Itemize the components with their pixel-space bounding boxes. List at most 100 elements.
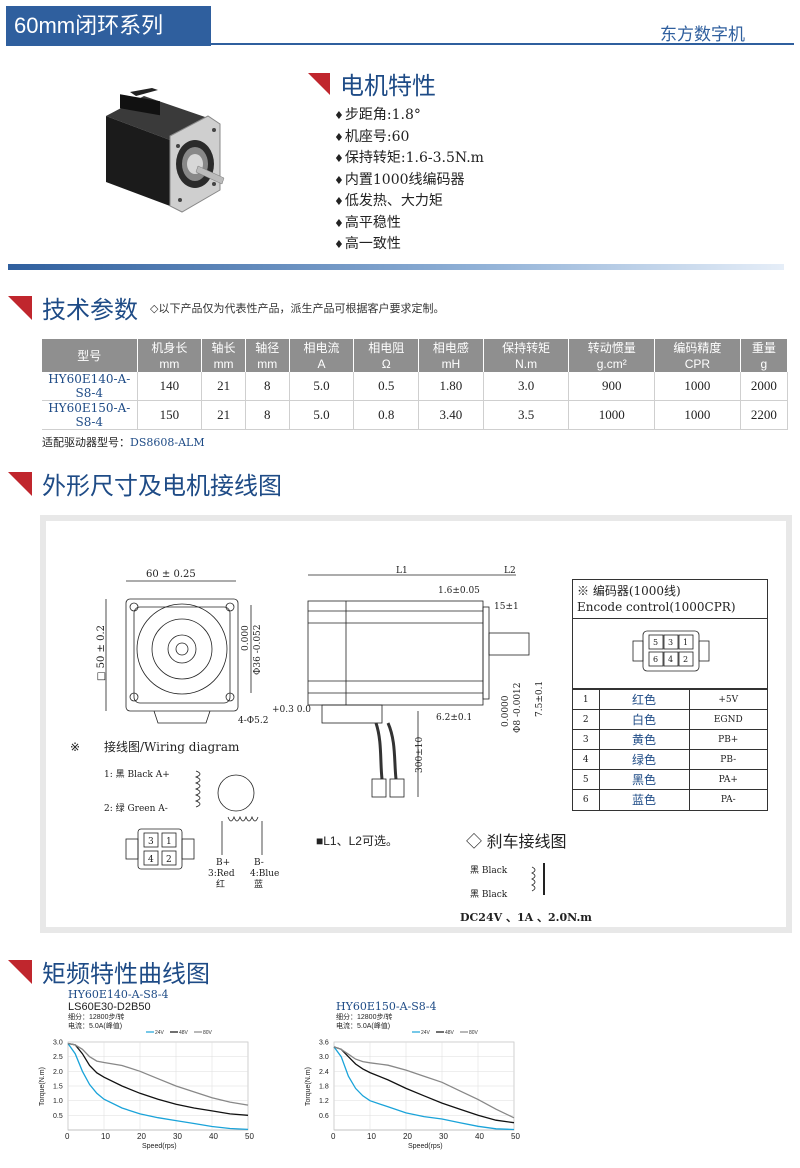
feature-item: 高平稳性 (334, 213, 708, 235)
y-tick-label: 1.2 (319, 1098, 329, 1105)
encoder-title-en: Encode control(1000CPR) (577, 600, 736, 614)
pin-label: 2 (683, 655, 688, 664)
wire-color: 白色 (599, 709, 690, 730)
series-line-48V (67, 1042, 249, 1116)
x-tick-label: 10 (101, 1132, 110, 1141)
curve-right-caption: HY60E150-A-S8-4 细分：12800步/转 电流：5.0A(峰值) (336, 1000, 536, 1031)
column-unit: N.m (483, 356, 570, 372)
motor-features: 电机特性 步距角:1.8° 机座号:60 保持转矩:1.6-3.5N.m 内置1… (308, 66, 708, 256)
encoder-connector: 5 3 1 6 4 2 (573, 619, 767, 689)
tech-note: ◇以下产品仅为代表性产品，派生产品可根据客户要求定制。 (150, 301, 445, 315)
series-line-24V (67, 1043, 249, 1131)
y-tick-label: 3.6 (319, 1040, 329, 1047)
curve-line2: 电流：5.0A(峰值) (68, 1023, 123, 1030)
pin-label: 4 (148, 855, 154, 865)
pin-no: 3 (573, 729, 600, 750)
dim-flat: 7.5±0.1 (535, 681, 545, 717)
column-header: 转动惯量 (568, 339, 656, 356)
table-cell: 1000 (654, 400, 741, 430)
feature-item: 高一致性 (334, 234, 708, 256)
section-marker-icon (8, 295, 32, 320)
dim-hole-tol: +0.3 0.0 (272, 705, 311, 715)
wire-a-minus: 2: 绿 Green A- (104, 802, 168, 814)
column-unit: g.cm² (568, 356, 656, 372)
encoder-table: ※ 编码器(1000线) Encode control(1000CPR) 5 3… (572, 579, 768, 811)
column-header: 轴长 (201, 339, 246, 356)
page-header: 60mm闭环系列 东方数字机 (0, 0, 800, 50)
driver-line: 适配驱动器型号：DS8608-ALM (42, 434, 205, 450)
column-header: 编码精度 (654, 339, 741, 356)
brake-wire-2: 黑 Black (470, 889, 508, 900)
pin-label: 4 (668, 655, 673, 664)
wire-b-minus: B- (254, 858, 264, 868)
legend-label: 24V (421, 1030, 431, 1036)
dims-heading: 外形尺寸及电机接线图 (8, 466, 282, 501)
model-cell: HY60E140-A-S8-4 (42, 372, 138, 401)
dimension-drawing-panel: 60 ± 0.25 □ 50 ± 0.2 0.000 Φ36 -0.052 4-… (40, 515, 792, 933)
dim-shaft-step: 15±1 (494, 602, 519, 612)
table-cell: 3.5 (483, 400, 570, 430)
curves-heading: 矩频特性曲线图 (8, 954, 210, 989)
column-header: 相电阻 (353, 339, 420, 356)
curve-line2: 电流：5.0A(峰值) (336, 1023, 391, 1030)
pin-label: 1 (683, 638, 688, 647)
feature-item: 内置1000线编码器 (334, 170, 708, 192)
wire-a-plus: 1: 黑 Black A+ (104, 769, 170, 780)
table-row: HY60E140-A-S8-4 140 21 8 5.0 0.5 1.80 3.… (42, 372, 789, 401)
table-cell: 2000 (740, 372, 789, 401)
pin-label: 1 (166, 837, 172, 847)
table-cell: 8 (245, 400, 290, 430)
header-rule (211, 43, 794, 45)
pin-label: 2 (166, 855, 172, 865)
pin-no: 6 (573, 789, 600, 810)
y-tick-label: 1.0 (53, 1098, 63, 1105)
x-tick-label: 50 (511, 1132, 520, 1141)
wire-b-plus: B+ (216, 858, 230, 868)
table-cell: 21 (201, 400, 246, 430)
pin-label: 3 (148, 837, 154, 847)
series-title: 60mm闭环系列 (6, 6, 211, 46)
wire-blue-cn: 蓝 (254, 878, 263, 890)
model-cell: HY60E150-A-S8-4 (42, 400, 138, 430)
legend-label: 80V (203, 1030, 213, 1036)
dim-flange2: 6.2±0.1 (436, 713, 472, 723)
section-marker-icon (308, 72, 330, 95)
dim-pilot-top: 0.000 (241, 625, 251, 651)
brake-title: ◇ 刹车接线图 (466, 833, 566, 851)
feature-item: 低发热、大力矩 (334, 191, 708, 213)
column-header: 重量 (740, 339, 789, 356)
signal: PB- (689, 749, 767, 770)
curve-model: HY60E140-A-S8-4 (68, 988, 169, 1001)
column-unit: mm (201, 356, 246, 372)
legend-label: 48V (179, 1030, 189, 1036)
column-unit: g (740, 356, 789, 372)
dim-shaft: Φ8 -0.0012 (513, 683, 523, 734)
x-tick-label: 40 (475, 1132, 484, 1141)
tech-heading: 技术参数 ◇以下产品仅为代表性产品，派生产品可根据客户要求定制。 (8, 290, 444, 325)
column-unit: A (289, 356, 355, 372)
table-cell: 150 (137, 400, 203, 430)
x-tick-label: 20 (137, 1132, 146, 1141)
legend-label: 80V (469, 1030, 479, 1036)
column-unit: mH (418, 356, 484, 372)
side-view: L1 L2 1.6±0.05 15±1 0.0000 Φ8 -0.0012 7.… (307, 566, 545, 798)
table-cell: 140 (137, 372, 203, 401)
front-view: 60 ± 0.25 □ 50 ± 0.2 0.000 Φ36 -0.052 4-… (96, 569, 311, 726)
column-header: 机身长 (137, 339, 203, 356)
wire-red: 3:Red (208, 869, 235, 879)
table-cell: 1000 (654, 372, 741, 401)
pin-no: 1 (573, 689, 600, 710)
y-tick-label: 3.0 (319, 1054, 329, 1061)
spec-unit-row: mm mm mm A Ω mH N.m g.cm² CPR g (42, 356, 789, 372)
y-tick-label: 2.5 (53, 1054, 63, 1061)
curve-line1: 细分：12800步/转 (68, 1014, 125, 1021)
dim-l1: L1 (396, 566, 408, 576)
legend-label: 48V (445, 1030, 455, 1036)
driver-model: DS8608-ALM (130, 436, 205, 449)
wire-red-cn: 红 (216, 878, 225, 890)
signal: EGND (689, 709, 767, 730)
